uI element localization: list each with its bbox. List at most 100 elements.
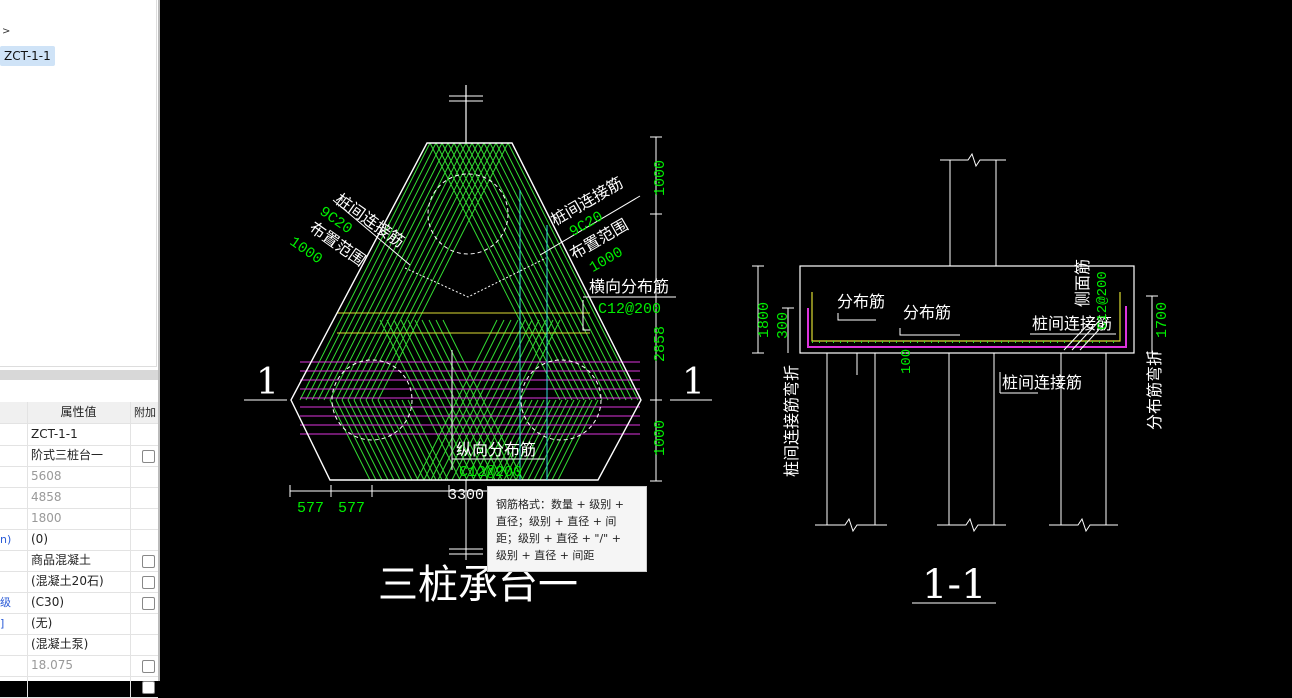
component-tree: > ZCT-1-1 [0, 0, 157, 367]
property-row[interactable]: (混凝土泵) [0, 634, 158, 656]
property-attach-cell [130, 550, 159, 571]
property-value[interactable]: (混凝土20石) [27, 571, 129, 592]
property-row[interactable]: ] (无) [0, 613, 158, 635]
dim-bottom-total: 3300 [448, 487, 484, 504]
property-value[interactable]: 阶式三桩台一 [27, 445, 129, 466]
property-name [0, 676, 26, 697]
header-attach: 附加 [130, 402, 159, 423]
section-connect-label-top: 桩间连接筋 [1032, 314, 1112, 333]
section-cap-outline [799, 265, 1135, 354]
property-row[interactable]: 5608 [0, 466, 158, 488]
section-mark-left: 1 [256, 362, 279, 403]
section-dim-right: 1700 [1154, 302, 1171, 338]
property-value[interactable]: (0) [27, 529, 129, 550]
property-attach-cell [130, 445, 159, 466]
transverse-label: 横向分布筋 [589, 277, 669, 296]
property-name: ] [0, 617, 5, 630]
dim-bottom-1: 577 [297, 500, 324, 517]
tooltip-line-4: 级别 + 直径 + 间距 [496, 549, 595, 562]
property-row[interactable]: 1800 [0, 508, 158, 530]
longitudinal-label: 纵向分布筋 [456, 440, 536, 459]
dim-right-mid: 2858 [652, 326, 669, 362]
property-name [0, 655, 26, 676]
section-right-bend-label: 分布筋弯折 [1145, 350, 1164, 430]
dim-right-top: 1000 [652, 160, 669, 196]
attach-checkbox[interactable] [142, 576, 155, 589]
property-name [0, 445, 26, 466]
property-value[interactable]: (无) [27, 613, 129, 634]
dim-right-bottom: 1000 [652, 420, 669, 456]
property-attach-cell [130, 613, 159, 634]
property-row[interactable]: (混凝土20石) [0, 571, 158, 593]
section-mark-right: 1 [682, 362, 705, 403]
section-dim-cover: 100 [899, 349, 915, 374]
header-name [0, 402, 26, 423]
property-attach-cell [130, 571, 159, 592]
property-name [0, 508, 26, 529]
property-row[interactable]: 18.075 [0, 655, 158, 677]
property-attach-cell [130, 655, 159, 676]
pile-left [331, 359, 413, 441]
property-value[interactable] [27, 676, 129, 697]
property-row[interactable]: ZCT-1-1 [0, 424, 158, 446]
property-value[interactable]: 1800 [27, 508, 129, 529]
property-value[interactable]: 商品混凝土 [27, 550, 129, 571]
section-left-bend-label: 桩间连接筋弯折 [782, 365, 801, 477]
property-value[interactable]: (C30) [27, 592, 129, 613]
property-value[interactable]: ZCT-1-1 [27, 424, 129, 445]
section-distribution-label-1: 分布筋 [837, 292, 885, 311]
property-row[interactable] [0, 676, 158, 698]
attach-checkbox[interactable] [142, 555, 155, 568]
property-value[interactable]: 5608 [27, 466, 129, 487]
property-row[interactable]: 级 (C30) [0, 592, 158, 614]
panel-splitter[interactable] [0, 370, 158, 380]
pile-right [520, 359, 602, 441]
section-connect-label-bottom: 桩间连接筋 [1002, 373, 1082, 392]
property-attach-cell [130, 508, 159, 529]
section-view: 1-1 分布筋 分布筋 桩间连接筋 桩间连接筋 侧面筋 C12@200 桩间连接… [752, 152, 1171, 608]
property-name [0, 634, 26, 655]
property-row[interactable]: 4858 [0, 487, 158, 509]
property-attach-cell [130, 466, 159, 487]
dim-bottom-2: 577 [338, 500, 365, 517]
property-attach-cell [130, 529, 159, 550]
transverse-spec: C12@200 [598, 301, 661, 318]
property-name [0, 571, 26, 592]
property-attach-cell [130, 424, 159, 445]
rebar-transverse-magenta [300, 361, 640, 435]
property-row[interactable]: 阶式三桩台一 [0, 445, 158, 467]
tooltip-line-2: 直径；级别 + 直径 + 间 [496, 515, 617, 528]
attach-checkbox[interactable] [142, 597, 155, 610]
attach-checkbox[interactable] [142, 681, 155, 694]
property-value[interactable]: 4858 [27, 487, 129, 508]
section-side-rebar-label: 侧面筋 [1073, 259, 1092, 307]
attach-checkbox[interactable] [142, 450, 155, 463]
section-dim-bend-left: 300 [775, 312, 792, 339]
property-name [0, 550, 26, 571]
tree-expand-arrow[interactable]: > [2, 26, 11, 37]
property-attach-cell [130, 634, 159, 655]
section-side-rebar-spec: C12@200 [1095, 271, 1111, 330]
attach-checkbox[interactable] [142, 660, 155, 673]
property-name: n) [0, 533, 12, 546]
property-value[interactable]: 18.075 [27, 655, 129, 676]
property-name: 级 [0, 596, 11, 609]
property-name [0, 424, 26, 445]
longitudinal-spec: C12@200 [459, 464, 522, 481]
section-dim-height: 1800 [756, 302, 773, 338]
property-grid-header: 属性值附加 [0, 402, 158, 424]
section-distribution-label-2: 分布筋 [903, 303, 951, 322]
cad-drawing-canvas[interactable]: 三桩承台一 1 1 桩间连接筋 9C20 布置范围 1000 桩间连接筋 9C2… [160, 0, 1292, 681]
property-name [0, 487, 26, 508]
property-row[interactable]: 商品混凝土 [0, 550, 158, 572]
property-row[interactable]: n) (0) [0, 529, 158, 551]
tree-item-selected[interactable]: ZCT-1-1 [0, 46, 55, 66]
rebar-format-tooltip: 钢筋格式：数量 + 级别 + 直径；级别 + 直径 + 间 距；级别 + 直径 … [487, 486, 647, 572]
property-value[interactable]: (混凝土泵) [27, 634, 129, 655]
section-title: 1-1 [922, 562, 986, 608]
property-attach-cell [130, 592, 159, 613]
property-name [0, 466, 26, 487]
cap-outline [290, 142, 642, 481]
